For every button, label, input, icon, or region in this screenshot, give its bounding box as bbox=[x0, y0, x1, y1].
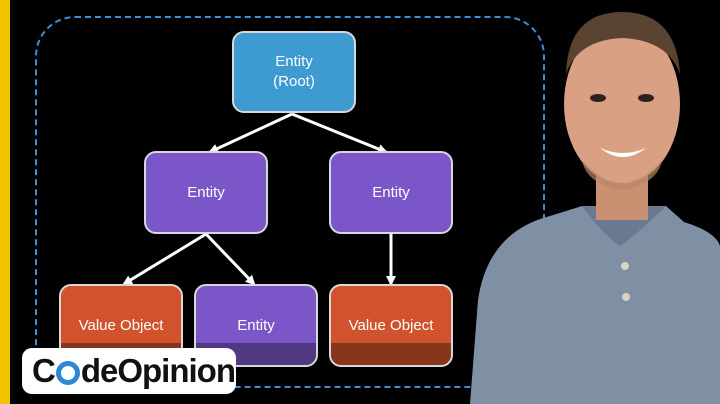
logo-letters-de: de bbox=[80, 352, 119, 389]
right-entity-label: Entity bbox=[372, 183, 410, 201]
root-entity-label: Entity bbox=[275, 53, 313, 70]
arrow-root-to-left-entity bbox=[208, 112, 293, 154]
arrow-left-entity-to-value-object bbox=[122, 232, 207, 286]
logo-ring-icon bbox=[55, 361, 80, 385]
arrow-left-entity-to-entity bbox=[204, 232, 256, 286]
left-entity-node: Entity bbox=[144, 151, 268, 234]
right-entity-node: Entity bbox=[329, 151, 453, 234]
logo-word-opinion: Opinion bbox=[117, 352, 236, 389]
node-shadow bbox=[331, 343, 451, 365]
aggregate-boundary bbox=[35, 16, 545, 388]
presenter-image bbox=[470, 12, 720, 404]
accent-bar bbox=[0, 0, 10, 404]
value-object-node-right: Value Object bbox=[329, 284, 453, 367]
leaf-entity-label: Entity bbox=[237, 316, 275, 334]
value-object-label-left: Value Object bbox=[78, 316, 164, 334]
logo-letter-c: C bbox=[32, 352, 56, 389]
root-entity-sublabel: (Root) bbox=[273, 73, 315, 90]
value-object-label-right: Value Object bbox=[348, 316, 434, 334]
arrow-root-to-right-entity bbox=[291, 112, 388, 154]
root-entity-node: Entity (Root) bbox=[232, 31, 356, 113]
left-entity-label: Entity bbox=[187, 183, 225, 201]
